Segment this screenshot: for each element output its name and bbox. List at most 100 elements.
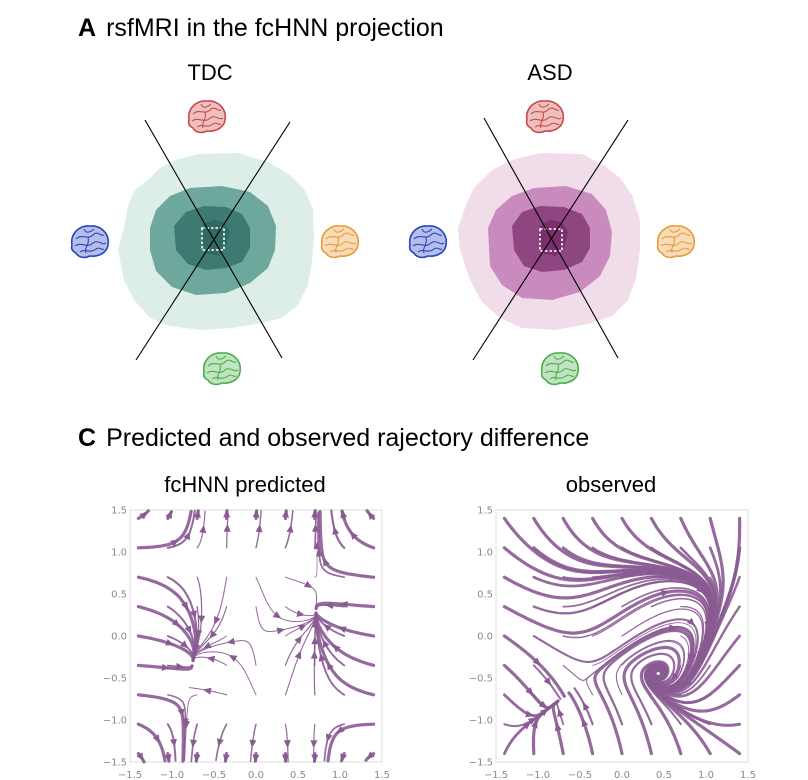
predicted-stream-arrow [336, 725, 345, 734]
predicted-stream-arrow [161, 663, 170, 671]
predicted-stream-arrow [296, 610, 306, 617]
predicted-stream-arrow [282, 509, 290, 518]
predicted-stream-arrow [294, 650, 302, 660]
predicted-stream-arrow [164, 754, 172, 763]
observed-stream-arrow [686, 617, 696, 626]
brain-icon [320, 225, 360, 259]
predicted-stream-arrow [214, 616, 221, 625]
brain-icon [408, 225, 448, 259]
predicted-x-tick-label: 0.0 [248, 770, 264, 780]
predicted-stream-arrow [183, 720, 191, 729]
predicted-stream-arrow [325, 733, 333, 743]
observed-y-tick-label: 0.5 [477, 590, 493, 601]
predicted-y-tick-label: 1.5 [111, 506, 127, 517]
predicted-x-tick-label: −1.5 [118, 770, 142, 780]
observed-y-tick-label: −1.5 [469, 758, 493, 769]
predicted-stream-arrow [190, 610, 197, 619]
predicted-stream-arrow [249, 739, 257, 748]
asd-density-plot [408, 100, 696, 386]
brain-icon [525, 100, 565, 134]
predicted-stream-arrow [311, 509, 319, 518]
predicted-y-tick-label: 0.5 [111, 590, 127, 601]
predicted-stream-arrow [310, 740, 318, 749]
observed-stream-arrow [557, 708, 565, 718]
predicted-stream-arrow [199, 524, 207, 534]
predicted-stream-arrow [323, 557, 330, 567]
predicted-stream-arrow [332, 644, 341, 653]
predicted-stream-arrow [165, 638, 174, 646]
asd-diagonal-line-1 [483, 117, 619, 359]
section-a-text: rsfMRI in the fcHNN projection [106, 14, 444, 42]
observed-y-tick-label: −1.0 [469, 716, 493, 727]
predicted-title: fcHNN predicted [164, 472, 326, 497]
predicted-x-tick-label: 1.0 [332, 770, 348, 780]
predicted-stream-arrow [338, 626, 347, 634]
section-a-letter: A [78, 14, 97, 42]
predicted-stream-arrow [193, 509, 201, 518]
predicted-stream-arrow [222, 754, 230, 763]
predicted-stream-arrow [198, 615, 206, 624]
observed-x-tick-label: 1.0 [698, 770, 714, 780]
predicted-stream-arrow [350, 531, 358, 540]
predicted-stream-arrow [170, 738, 177, 748]
asd-center-box [539, 228, 563, 252]
predicted-stream-arrow [367, 511, 376, 521]
predicted-stream-arrow [184, 625, 192, 635]
predicted-y-tick-label: −1.5 [103, 758, 127, 769]
predicted-y-tick-label: 1.0 [111, 548, 127, 559]
observed-stream-arrow [538, 700, 548, 708]
predicted-x-tick-label: −0.5 [202, 770, 226, 780]
predicted-stream-arrow [323, 623, 332, 632]
predicted-stream-arrow [181, 601, 189, 611]
predicted-stream-arrow [223, 509, 231, 518]
predicted-stream-arrow [152, 734, 160, 744]
predicted-stream-arrow [176, 662, 185, 670]
predicted-stream-arrow [297, 624, 307, 632]
predicted-stream-arrow [281, 754, 289, 763]
brain-icon [202, 352, 242, 386]
asd-diagonal-line-2 [472, 119, 629, 361]
predicted-stream-arrow [252, 754, 260, 763]
observed-stream-arrow [525, 687, 534, 696]
predicted-stream-arrow [332, 526, 340, 536]
observed-stream-arrow [683, 678, 693, 687]
predicted-stream-arrow [139, 511, 148, 520]
tdc-title: TDC [187, 60, 233, 85]
brain-icon [187, 100, 227, 134]
observed-stream-arrow [527, 717, 537, 725]
brain-icon [540, 352, 580, 386]
observed-x-tick-label: −1.5 [484, 770, 508, 780]
predicted-stream-arrow [340, 753, 347, 763]
predicted-y-tick-label: −1.0 [103, 716, 127, 727]
predicted-stream-arrow [252, 509, 260, 518]
predicted-plot-area [129, 509, 383, 763]
predicted-stream-arrow [190, 739, 198, 748]
predicted-stream-arrow [209, 630, 218, 639]
observed-y-tick-label: −0.5 [469, 674, 493, 685]
predicted-stream-arrow [276, 627, 286, 635]
predicted-stream-arrow [177, 708, 185, 718]
predicted-x-tick-label: 0.5 [290, 770, 306, 780]
predicted-stream-arrow [327, 661, 334, 671]
predicted-stream-arrow [206, 655, 216, 663]
observed-title: observed [565, 472, 657, 497]
predicted-stream-arrow [226, 637, 236, 645]
predicted-stream-arrow [216, 738, 224, 747]
predicted-stream-arrow [283, 740, 291, 749]
predicted-stream-arrow [223, 523, 231, 532]
observed-stream-arrow [543, 677, 552, 686]
predicted-stream-arrow [339, 601, 348, 609]
predicted-stream-arrow [255, 524, 263, 533]
predicted-stream-arrow [286, 524, 294, 533]
predicted-stream-arrow [294, 635, 303, 645]
predicted-stream-arrow [272, 611, 282, 619]
observed-y-tick-label: 1.5 [477, 506, 493, 517]
observed-stream-arrow [554, 722, 562, 732]
predicted-stream-arrow [183, 531, 191, 541]
observed-stream-arrow [581, 718, 589, 728]
predicted-stream-arrow [303, 580, 313, 588]
predicted-stream-arrow [366, 751, 375, 760]
